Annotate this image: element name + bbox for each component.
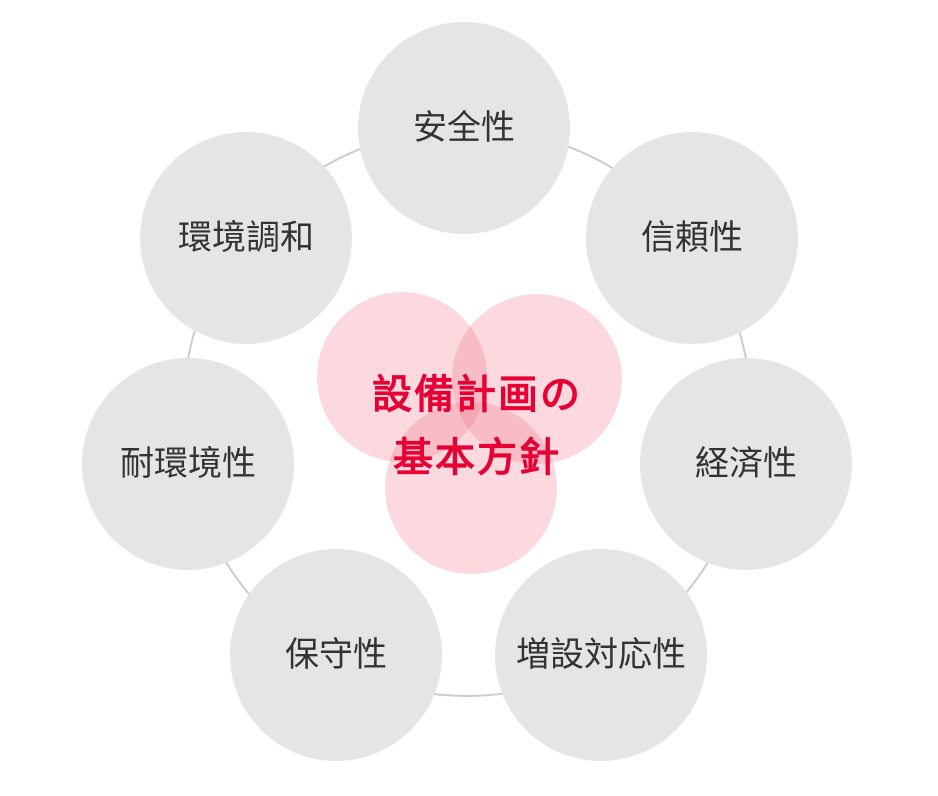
node-circle bbox=[230, 549, 442, 761]
node-label: 安全性 bbox=[413, 108, 515, 148]
node-circle bbox=[640, 358, 852, 570]
node-label: 環境調和 bbox=[178, 218, 314, 258]
node-3: 増設対応性 bbox=[495, 549, 707, 761]
node-0: 安全性 bbox=[358, 22, 570, 234]
node-label: 保守性 bbox=[285, 635, 387, 675]
node-label: 信頼性 bbox=[641, 218, 743, 258]
venn-circle-left bbox=[317, 292, 487, 462]
node-circle bbox=[586, 132, 798, 344]
node-circle bbox=[495, 549, 707, 761]
venn-circle-right bbox=[452, 294, 622, 464]
node-1: 信頼性 bbox=[586, 132, 798, 344]
node-label: 耐環境性 bbox=[120, 444, 256, 484]
node-4: 保守性 bbox=[230, 549, 442, 761]
node-label: 経済性 bbox=[695, 444, 797, 484]
center-title-line2: 基本方針 bbox=[393, 435, 561, 481]
node-circle bbox=[140, 132, 352, 344]
center-title-line1: 設備計画の bbox=[372, 372, 582, 418]
node-label: 増設対応性 bbox=[516, 635, 686, 675]
node-circle bbox=[82, 358, 294, 570]
venn-circle-bottom bbox=[385, 402, 557, 574]
node-circle bbox=[358, 22, 570, 234]
node-6: 環境調和 bbox=[140, 132, 352, 344]
node-5: 耐環境性 bbox=[82, 358, 294, 570]
node-2: 経済性 bbox=[640, 358, 852, 570]
